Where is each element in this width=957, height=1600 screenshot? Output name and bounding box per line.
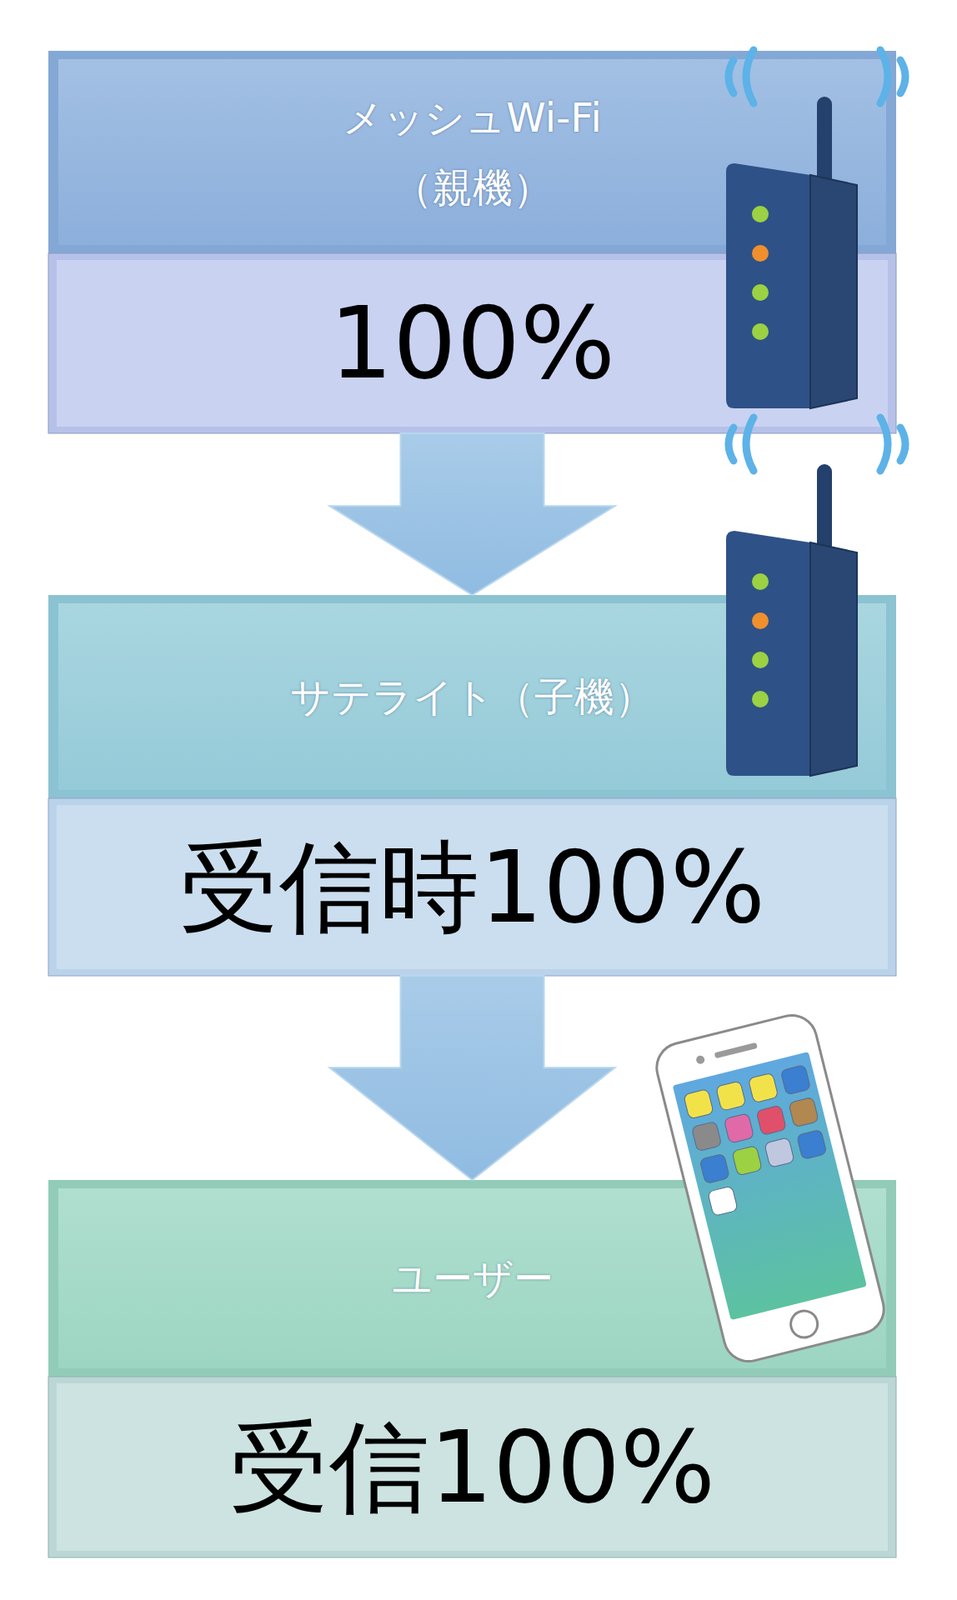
band-header-area: メッシュWi-Fi （親機） — [48, 50, 897, 254]
app-icon — [788, 1097, 819, 1128]
router-satellite-icon — [726, 417, 906, 777]
app-icon — [780, 1065, 811, 1096]
app-icon — [716, 1081, 747, 1112]
app-icon — [723, 1113, 754, 1144]
band-header-area: ユーザー — [48, 1180, 897, 1378]
band-body-area: 受信時100% — [48, 798, 897, 977]
router-parent-icon — [726, 50, 906, 409]
app-icon — [707, 1186, 738, 1217]
band-node: サテライト（子機） 受信時100% — [48, 595, 897, 977]
band-body-area: 受信100% — [48, 1377, 897, 1559]
band-value: 100% — [329, 288, 616, 399]
app-icon — [731, 1146, 762, 1177]
app-icon — [691, 1121, 722, 1152]
app-icon — [764, 1137, 795, 1168]
flow-arrow — [330, 433, 616, 596]
band-heading: サテライト（子機） — [290, 661, 655, 732]
band-node: ユーザー受信100% — [48, 1180, 897, 1559]
app-icon — [796, 1129, 827, 1160]
app-icon — [683, 1089, 714, 1120]
flow-arrow — [330, 976, 616, 1181]
band-value: 受信時100% — [179, 832, 766, 943]
app-icon — [699, 1153, 730, 1184]
band-node: メッシュWi-Fi （親機） 100% — [48, 50, 897, 434]
app-icon — [756, 1105, 787, 1136]
band-heading: メッシュWi-Fi （親機） — [289, 82, 657, 223]
band-heading: ユーザー — [391, 1243, 554, 1314]
band-body-area: 100% — [48, 253, 897, 434]
smartphone-icon — [651, 1010, 889, 1368]
band-header-area: サテライト（子機） — [48, 595, 897, 799]
app-icon — [747, 1072, 778, 1103]
band-value: 受信100% — [229, 1412, 716, 1524]
